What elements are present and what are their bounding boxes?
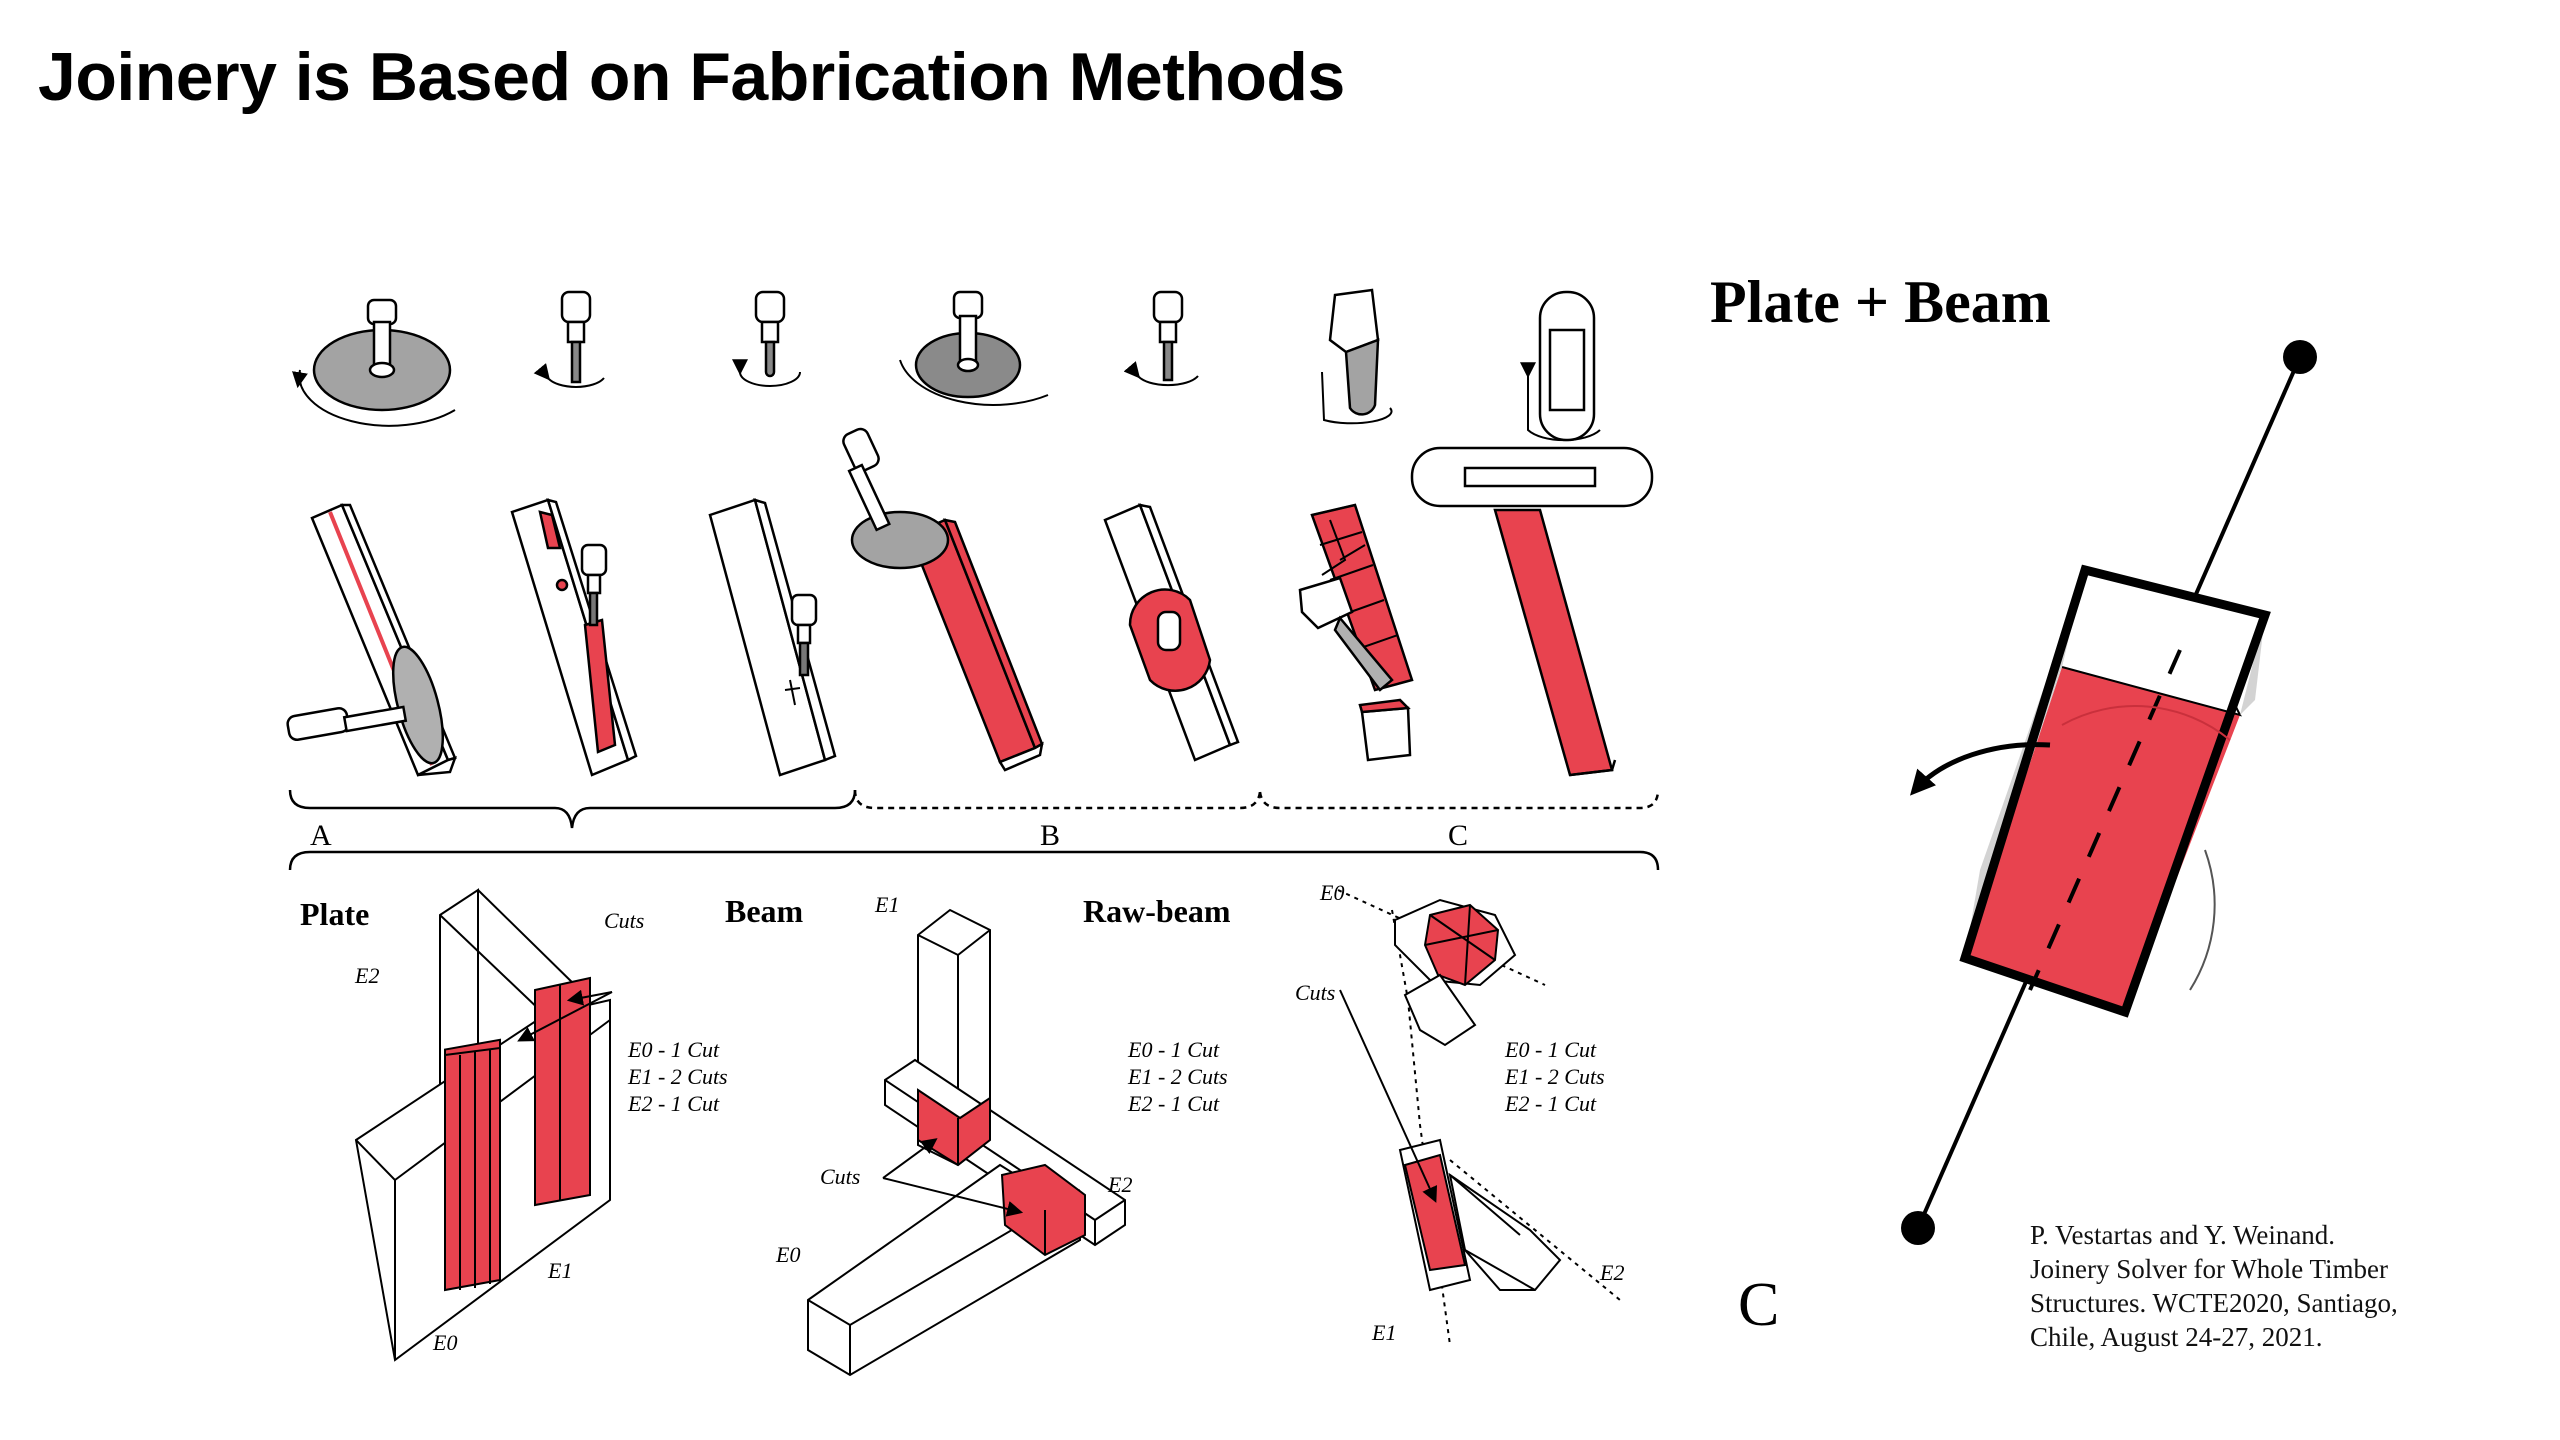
axis-end-top bbox=[2283, 340, 2317, 374]
small-saw-blade-icon bbox=[900, 292, 1048, 405]
reference-line-4: Chile, August 24-27, 2021. bbox=[2030, 1320, 2470, 1354]
raw-beam-cuts-label: Cuts bbox=[1295, 980, 1335, 1005]
axis-end-bottom bbox=[1901, 1211, 1935, 1245]
beam-axis-e2: E2 bbox=[1107, 1172, 1132, 1197]
beam-cuts-label: Cuts bbox=[820, 1164, 860, 1189]
plate-cuts-label: Cuts bbox=[604, 908, 644, 933]
beam-cut-count-3: E2 - 1 Cut bbox=[1127, 1091, 1220, 1116]
beam-title: Beam bbox=[725, 893, 804, 929]
operation-saw-beam bbox=[841, 426, 1042, 770]
raw-beam-diagram bbox=[1338, 890, 1620, 1345]
beam-diagram bbox=[808, 910, 1125, 1375]
raw-beam-cut-count-3: E2 - 1 Cut bbox=[1504, 1091, 1597, 1116]
plate-diagram bbox=[356, 890, 612, 1360]
reference-line-2: Joinery Solver for Whole Timber bbox=[2030, 1252, 2470, 1286]
raw-beam-cut-count-1: E0 - 1 Cut bbox=[1504, 1037, 1597, 1062]
figure-label-c: C bbox=[1738, 1270, 1779, 1341]
operation-end-mill-pocket bbox=[1105, 505, 1238, 760]
beam-axis-e1: E1 bbox=[874, 892, 899, 917]
tool-row bbox=[298, 290, 1600, 440]
bracket-label-c: C bbox=[1448, 819, 1468, 852]
saw-blade-icon bbox=[298, 300, 455, 426]
end-mill-2-icon bbox=[1138, 292, 1198, 385]
plate-beam-title: Plate + Beam bbox=[1710, 268, 2051, 337]
reference-line-1: P. Vestartas and Y. Weinand. bbox=[2030, 1218, 2470, 1252]
plate-axis-e1: E1 bbox=[547, 1258, 572, 1283]
operation-planer bbox=[1412, 448, 1652, 775]
bracket-label-a: A bbox=[310, 819, 332, 852]
plate-cut-count-2: E1 - 2 Cuts bbox=[627, 1064, 728, 1089]
chain-saw-icon bbox=[1322, 290, 1392, 423]
operation-saw-cut bbox=[286, 505, 455, 775]
ball-mill-icon bbox=[740, 292, 800, 386]
plate-axis-e0: E0 bbox=[432, 1330, 457, 1355]
planer-icon bbox=[1528, 292, 1600, 440]
operation-ball-mill-cross bbox=[710, 500, 835, 775]
raw-beam-axis-e2: E2 bbox=[1599, 1260, 1624, 1285]
operation-row bbox=[286, 426, 1652, 775]
plate-axis-e2: E2 bbox=[354, 963, 379, 988]
raw-beam-title: Raw-beam bbox=[1083, 893, 1231, 929]
plate-cut-count-3: E2 - 1 Cut bbox=[627, 1091, 720, 1116]
raw-beam-axis-e1: E1 bbox=[1371, 1320, 1396, 1345]
operation-chain-saw bbox=[1300, 505, 1412, 760]
beam-cut-count-1: E0 - 1 Cut bbox=[1127, 1037, 1220, 1062]
plate-title: Plate bbox=[300, 896, 369, 932]
reference-line-3: Structures. WCTE2020, Santiago, bbox=[2030, 1286, 2470, 1320]
raw-beam-cut-count-2: E1 - 2 Cuts bbox=[1504, 1064, 1605, 1089]
beam-cut-count-2: E1 - 2 Cuts bbox=[1127, 1064, 1228, 1089]
beam-axis-e0: E0 bbox=[775, 1242, 800, 1267]
raw-beam-axis-e0: E0 bbox=[1319, 880, 1344, 905]
end-mill-icon bbox=[548, 292, 604, 387]
bracket-label-b: B bbox=[1040, 819, 1060, 852]
plate-beam-diagram bbox=[1901, 340, 2317, 1245]
plate-cut-count-1: E0 - 1 Cut bbox=[627, 1037, 720, 1062]
reference-citation: P. Vestartas and Y. Weinand. Joinery Sol… bbox=[2030, 1218, 2470, 1354]
operation-end-mill-slot bbox=[512, 500, 636, 775]
